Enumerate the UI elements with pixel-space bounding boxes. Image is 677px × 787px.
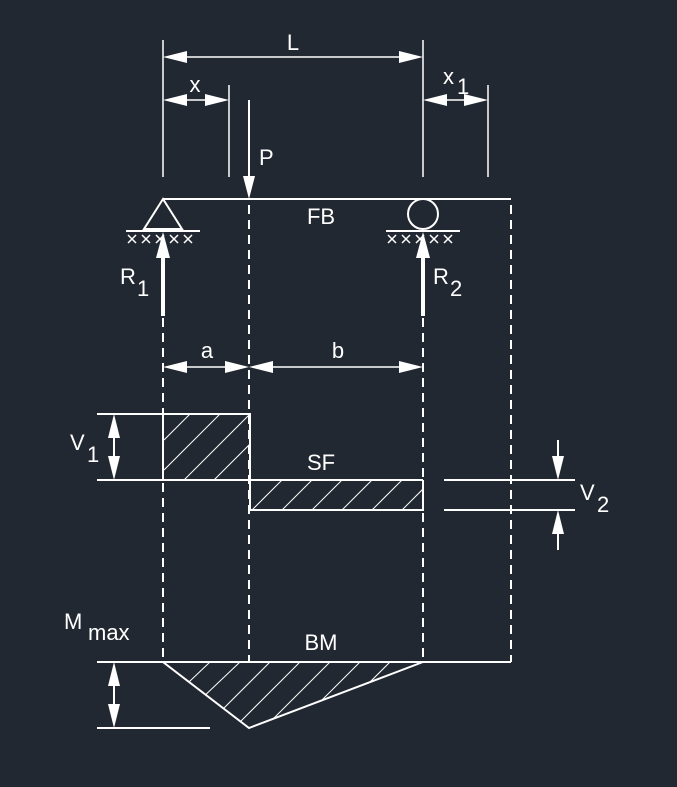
pin-support-left	[126, 197, 200, 244]
label-SF: SF	[307, 450, 335, 475]
label-L: L	[287, 30, 299, 55]
label-R1: R	[120, 264, 136, 289]
dimension-V1: V 1	[70, 414, 120, 480]
dimension-a-b: a b	[163, 338, 423, 373]
label-R1-subscript: 1	[137, 276, 149, 301]
label-x: x	[190, 72, 201, 97]
label-V2-subscript: 2	[597, 492, 609, 517]
label-R2-subscript: 2	[450, 276, 462, 301]
dimension-L: L	[162, 30, 424, 177]
label-x1: x	[443, 64, 454, 89]
label-V1-subscript: 1	[87, 442, 99, 467]
reaction-R1: R 1	[120, 232, 170, 316]
label-R2: R	[433, 264, 449, 289]
label-V1: V	[70, 430, 85, 455]
reaction-R2: R 2	[416, 232, 462, 316]
shear-force-diagram: SF	[97, 413, 575, 511]
roller-support-right	[386, 198, 460, 244]
dimension-x1: x 1	[423, 64, 489, 177]
label-x1-subscript: 1	[457, 74, 469, 99]
label-FB: FB	[307, 204, 335, 229]
label-a: a	[201, 338, 214, 363]
label-V2: V	[580, 480, 595, 505]
label-b: b	[332, 338, 344, 363]
dimension-V2: V 2	[552, 440, 609, 550]
label-Mmax-subscript: max	[88, 620, 130, 645]
label-BM: BM	[305, 630, 338, 655]
dimension-x: x	[163, 72, 230, 177]
beam: FB	[163, 198, 511, 229]
label-P: P	[259, 145, 274, 170]
load-P: P	[243, 100, 274, 199]
dimension-Mmax: M max	[64, 609, 130, 728]
bending-moment-diagram: BM	[97, 630, 511, 730]
projection-lines	[162, 205, 512, 662]
label-Mmax: M	[64, 609, 82, 634]
